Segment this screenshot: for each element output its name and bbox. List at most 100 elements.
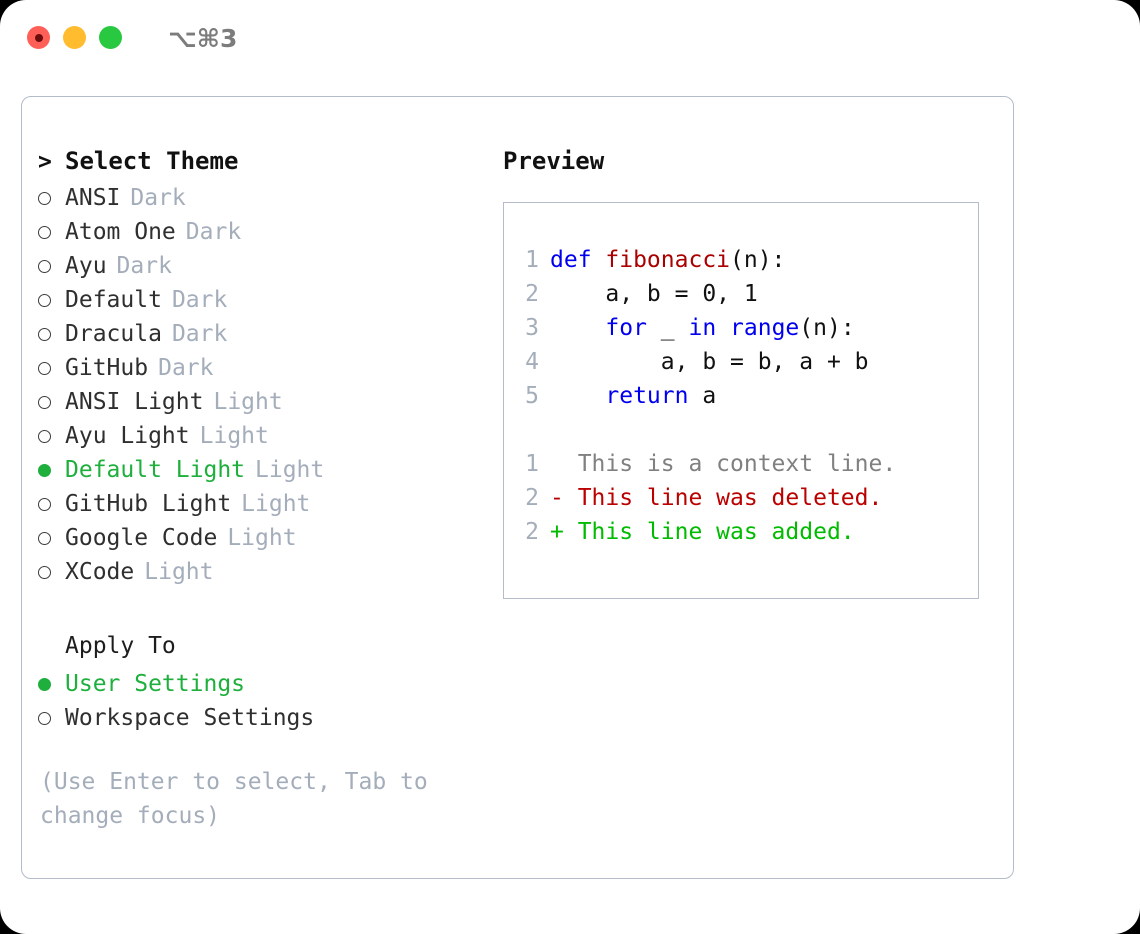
code-token: a, b = 0, 1 [550, 281, 758, 307]
line-number: 2 [525, 519, 539, 545]
radio-selected-icon[interactable] [38, 453, 65, 487]
code-line-text: for _ in range(n): [550, 315, 855, 341]
theme-option[interactable]: Default Light Light [38, 453, 488, 487]
theme-variant-badge: Light [227, 524, 297, 551]
theme-variant-badge: Light [199, 422, 269, 449]
close-button[interactable] [27, 26, 50, 49]
code-token: a [688, 383, 717, 409]
keyboard-hint: (Use Enter to select, Tab to change focu… [40, 769, 428, 829]
apply-to-name: User Settings [65, 670, 246, 697]
radio-unselected-icon[interactable] [38, 487, 65, 521]
radio-dot [38, 531, 51, 545]
code-token: def [550, 247, 606, 273]
theme-name: Default [65, 286, 162, 313]
code-line-text: a, b = b, a + b [550, 349, 869, 375]
radio-unselected-icon[interactable] [38, 701, 65, 735]
radio-unselected-icon[interactable] [38, 181, 65, 215]
code-token: range [730, 315, 800, 341]
radio-dot [38, 259, 51, 273]
code-line-text: a, b = 0, 1 [550, 281, 758, 307]
line-number: 1 [525, 451, 539, 477]
apply-to-label: Apply To [65, 633, 176, 659]
list-spacer [38, 589, 488, 633]
radio-unselected-icon[interactable] [38, 317, 65, 351]
title-bar: ⌥⌘3 [0, 0, 1140, 78]
code-line-text: return a [550, 383, 716, 409]
radio-unselected-icon[interactable] [38, 419, 65, 453]
radio-unselected-icon[interactable] [38, 385, 65, 419]
line-number: 4 [525, 349, 539, 375]
preview-title: Preview [503, 147, 605, 175]
theme-option[interactable]: Default Dark [38, 283, 488, 317]
theme-picker-header: > Select Theme [38, 147, 488, 181]
radio-dot [38, 191, 51, 205]
theme-variant-badge: Light [255, 456, 325, 483]
theme-variant-badge: Dark [171, 286, 228, 313]
radio-dot [38, 361, 51, 375]
code-line: 5 return a [504, 383, 978, 417]
hint-spacer [38, 735, 488, 765]
apply-to-option[interactable]: User Settings [38, 667, 488, 701]
keyboard-shortcut-label: ⌥⌘3 [168, 24, 238, 53]
theme-name: GitHub [65, 354, 149, 381]
radio-unselected-icon[interactable] [38, 351, 65, 385]
code-line: 2 a, b = 0, 1 [504, 281, 978, 315]
theme-option[interactable]: Ayu Light Light [38, 419, 488, 453]
radio-selected-icon[interactable] [38, 667, 65, 701]
maximize-button[interactable] [99, 26, 122, 49]
radio-dot [38, 463, 51, 477]
line-number: 3 [525, 315, 539, 341]
radio-unselected-icon[interactable] [38, 283, 65, 317]
diff-line-text: - This line was deleted. [550, 485, 883, 511]
radio-dot [38, 565, 51, 579]
line-number: 1 [525, 247, 539, 273]
apply-to-heading: Apply To [38, 633, 488, 667]
apply-to-option[interactable]: Workspace Settings [38, 701, 488, 735]
minimize-button[interactable] [63, 26, 86, 49]
radio-dot [38, 677, 51, 691]
code-token: _ [646, 315, 689, 341]
diff-sample: 1 This is a context line. 2 - This line wa… [504, 451, 978, 553]
theme-variant-badge: Dark [185, 218, 242, 245]
theme-option[interactable]: GitHub Dark [38, 351, 488, 385]
apply-to-name: Workspace Settings [65, 704, 315, 731]
code-token [550, 315, 605, 341]
radio-unselected-icon[interactable] [38, 555, 65, 589]
theme-name: Ayu [65, 252, 107, 279]
theme-name: Ayu Light [65, 422, 190, 449]
code-token: fibonacci [605, 247, 731, 273]
theme-name: Default Light [65, 456, 246, 483]
code-token: (n): [799, 315, 855, 341]
radio-unselected-icon[interactable] [38, 249, 65, 283]
diff-line: 1 This is a context line. [504, 451, 978, 485]
code-token: in [688, 315, 717, 341]
radio-unselected-icon[interactable] [38, 521, 65, 555]
radio-unselected-icon[interactable] [38, 215, 65, 249]
radio-dot [38, 225, 51, 239]
theme-variant-badge: Light [144, 558, 214, 585]
window-controls [27, 26, 122, 49]
theme-variant-badge: Dark [158, 354, 214, 381]
code-diff-separator [504, 417, 978, 451]
code-token: return [605, 383, 689, 409]
code-line: 3 for _ in range(n): [504, 315, 978, 349]
code-token: for [605, 315, 647, 341]
radio-dot [38, 711, 51, 725]
code-token [550, 383, 605, 409]
diff-line-text: This is a context line. [550, 451, 897, 477]
